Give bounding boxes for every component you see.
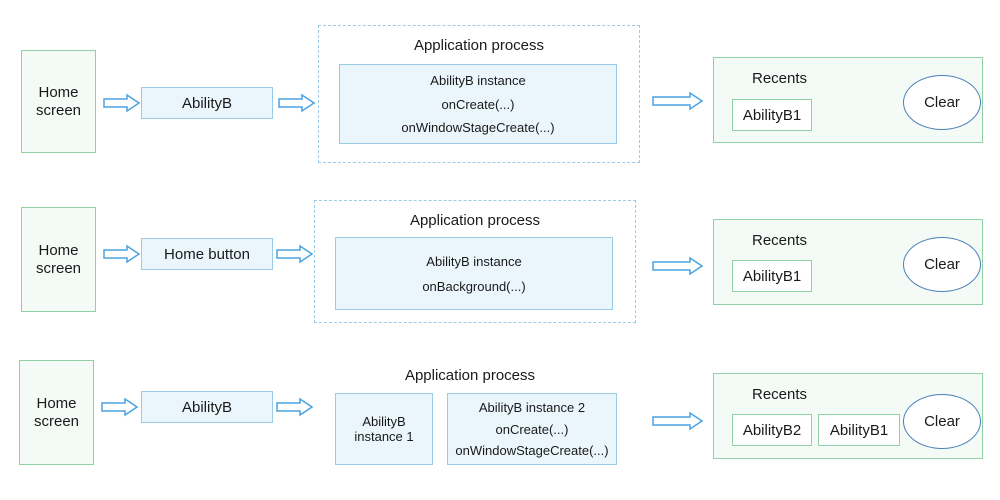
- recent-item-abilityb1: AbilityB1: [818, 414, 900, 446]
- instance-line: AbilityB instance: [426, 253, 522, 269]
- arrow-icon: [276, 397, 314, 417]
- process-title: Application process: [413, 37, 545, 54]
- step-box-2: Home button: [141, 238, 273, 270]
- recents-title: Recents: [752, 386, 808, 403]
- ability-instance-box: AbilityB instance onBackground(...): [335, 237, 613, 310]
- process-title: Application process: [409, 212, 541, 229]
- recent-item-abilityb1: AbilityB1: [732, 260, 812, 292]
- step-box-3: AbilityB: [141, 391, 273, 423]
- instance-line: onCreate(...): [441, 96, 515, 112]
- arrow-icon: [278, 93, 316, 113]
- instance-line: AbilityB: [362, 414, 406, 429]
- instance-line: instance 1: [354, 429, 414, 444]
- clear-button[interactable]: Clear: [903, 237, 981, 292]
- application-process-1: Application process AbilityB instance on…: [318, 25, 640, 163]
- clear-button[interactable]: Clear: [903, 394, 981, 449]
- arrow-icon: [652, 91, 704, 111]
- ability-instance-2-box: AbilityB instance 2 onCreate(...) onWind…: [447, 393, 617, 465]
- arrow-icon: [652, 256, 704, 276]
- home-screen-box-2: Home screen: [21, 207, 96, 312]
- home-screen-box-3: Home screen: [19, 360, 94, 465]
- recents-panel-1: Recents AbilityB1 Clear: [713, 57, 983, 143]
- recents-panel-2: Recents AbilityB1 Clear: [713, 219, 983, 305]
- recent-item-abilityb2: AbilityB2: [732, 414, 812, 446]
- instance-line: AbilityB instance: [430, 73, 526, 89]
- arrow-icon: [276, 244, 314, 264]
- instance-line: onWindowStageCreate(...): [401, 119, 555, 135]
- recents-panel-3: Recents AbilityB2 AbilityB1 Clear: [713, 373, 983, 459]
- recents-title: Recents: [752, 70, 808, 87]
- recents-title: Recents: [752, 232, 808, 249]
- home-screen-box-1: Home screen: [21, 50, 96, 153]
- ability-instance-1-box: AbilityB instance 1: [335, 393, 433, 465]
- arrow-icon: [101, 397, 139, 417]
- recent-item-abilityb1: AbilityB1: [732, 99, 812, 131]
- instance-line: onCreate(...): [495, 421, 569, 437]
- arrow-icon: [103, 93, 141, 113]
- instance-line: onWindowStageCreate(...): [455, 442, 609, 458]
- application-process-2: Application process AbilityB instance on…: [314, 200, 636, 323]
- ability-instance-box: AbilityB instance onCreate(...) onWindow…: [339, 64, 617, 144]
- arrow-icon: [103, 244, 141, 264]
- instance-line: AbilityB instance 2: [478, 400, 586, 416]
- process-title: Application process: [404, 367, 536, 384]
- instance-line: onBackground(...): [422, 278, 526, 294]
- step-box-1: AbilityB: [141, 87, 273, 119]
- arrow-icon: [652, 411, 704, 431]
- clear-button[interactable]: Clear: [903, 75, 981, 130]
